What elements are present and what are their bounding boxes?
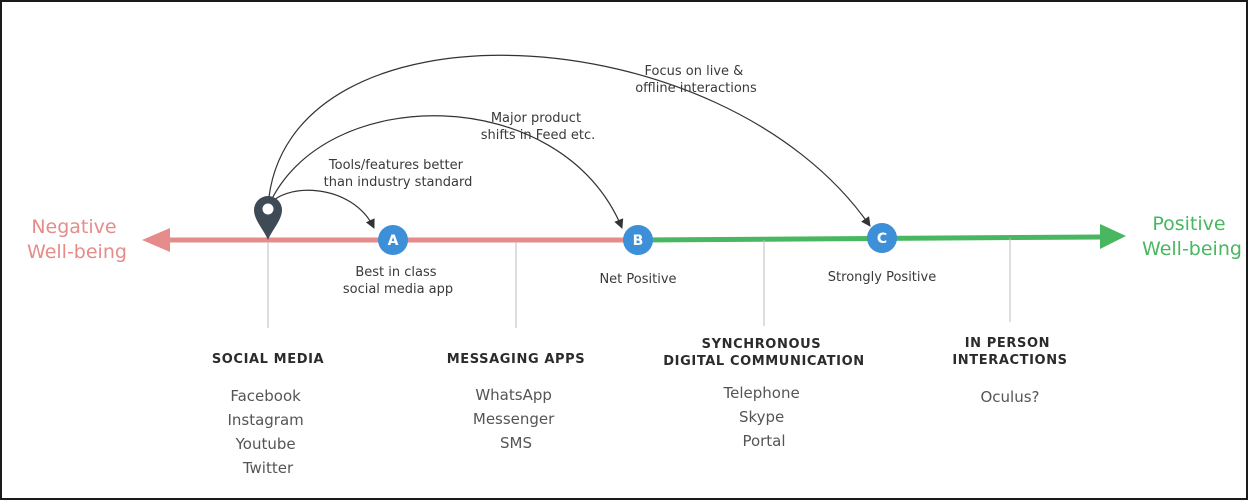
category-title-synchronous: SYNCHRONOUS DIGITAL COMMUNICATION (663, 337, 864, 369)
marker-c: C (867, 223, 897, 253)
positive-wellbeing-label: Positive Well-being (1142, 213, 1242, 260)
marker-c-label: Strongly Positive (828, 270, 936, 285)
svg-text:B: B (633, 233, 644, 249)
marker-a-label: Best in class social media app (343, 265, 453, 297)
marker-b-label: Net Positive (599, 272, 676, 287)
svg-text:C: C (877, 231, 887, 247)
location-pin-icon (254, 196, 282, 240)
arc-label-b: Major product shifts in Feed etc. (481, 111, 595, 143)
category-items-synchronous: Telephone Skype Portal (723, 384, 805, 450)
arc-label-a: Tools/features better than industry stan… (324, 158, 473, 190)
category-items-messaging-apps: WhatsApp Messenger SMS (473, 386, 559, 452)
arc-to-a (267, 189, 375, 229)
arc-to-c (267, 54, 871, 227)
positive-arrowhead (1100, 224, 1126, 249)
category-items-in-person: Oculus? (980, 388, 1039, 406)
category-title-messaging-apps: MESSAGING APPS (447, 352, 585, 367)
negative-arrowhead (142, 228, 170, 252)
category-title-in-person: IN PERSON INTERACTIONS (952, 336, 1067, 368)
negative-wellbeing-label: Negative Well-being (27, 216, 127, 263)
arc-to-b (267, 115, 624, 229)
marker-b: B (623, 225, 653, 255)
marker-a: A (378, 225, 408, 255)
svg-text:A: A (388, 233, 399, 249)
category-title-social-media: SOCIAL MEDIA (212, 352, 324, 367)
category-items-social-media: Facebook Instagram Youtube Twitter (227, 387, 308, 477)
arc-label-c: Focus on live & offline interactions (635, 64, 757, 96)
